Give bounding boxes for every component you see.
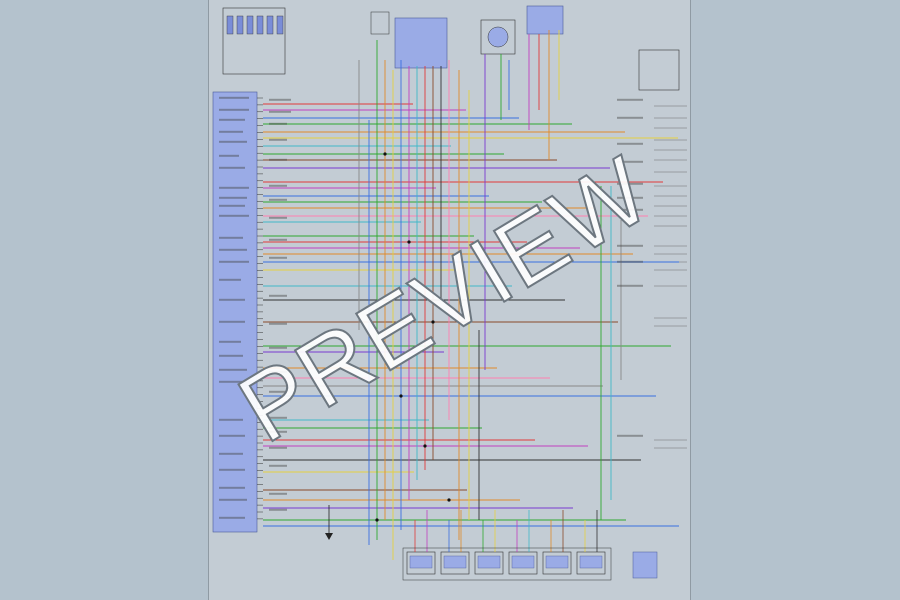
unreadable-label-mark bbox=[219, 434, 245, 437]
coil-pack-box bbox=[222, 7, 286, 75]
unreadable-label-mark bbox=[219, 354, 243, 357]
unreadable-label-mark bbox=[219, 452, 243, 455]
unreadable-label-mark bbox=[219, 340, 241, 343]
unreadable-label-mark bbox=[219, 118, 245, 121]
wiring-diagram-sheet bbox=[208, 0, 691, 600]
unreadable-label-mark bbox=[269, 110, 291, 113]
injector-symbol bbox=[511, 555, 535, 569]
unreadable-label-mark bbox=[219, 236, 243, 239]
unreadable-label-mark bbox=[269, 122, 287, 125]
injector-symbol bbox=[579, 555, 603, 569]
unreadable-label-mark bbox=[269, 256, 287, 259]
unreadable-label-mark bbox=[219, 380, 247, 383]
unreadable-label-mark bbox=[617, 284, 643, 287]
transmission-connector-block bbox=[394, 17, 448, 69]
unreadable-label-mark bbox=[269, 138, 287, 141]
unreadable-label-mark bbox=[269, 238, 287, 241]
unreadable-label-mark bbox=[617, 98, 643, 101]
unreadable-label-mark bbox=[219, 486, 245, 489]
unreadable-label-mark bbox=[269, 430, 287, 433]
unreadable-label-mark bbox=[219, 196, 247, 199]
unreadable-label-mark bbox=[219, 278, 241, 281]
unreadable-label-mark bbox=[219, 468, 245, 471]
unreadable-label-mark bbox=[219, 166, 245, 169]
unreadable-label-mark bbox=[269, 198, 287, 201]
injector-symbol bbox=[545, 555, 569, 569]
unreadable-label-mark bbox=[617, 116, 643, 119]
relay-box bbox=[638, 49, 680, 91]
unreadable-label-mark bbox=[219, 260, 249, 263]
unreadable-label-mark bbox=[269, 390, 287, 393]
splice-point bbox=[407, 240, 411, 244]
splice-point bbox=[423, 444, 427, 448]
unreadable-label-mark bbox=[617, 196, 643, 199]
unreadable-label-mark bbox=[219, 298, 245, 301]
splice-point bbox=[383, 152, 387, 156]
injector-symbol bbox=[443, 555, 467, 569]
injector-box bbox=[576, 551, 606, 575]
injector-group-outline bbox=[402, 547, 612, 581]
unreadable-label-mark bbox=[617, 434, 643, 437]
unreadable-label-mark bbox=[219, 320, 245, 323]
unreadable-label-mark bbox=[269, 492, 287, 495]
unreadable-label-mark bbox=[617, 208, 643, 211]
unreadable-label-mark bbox=[269, 346, 287, 349]
coil-symbol bbox=[246, 15, 254, 35]
splice-point bbox=[399, 394, 403, 398]
unreadable-label-mark bbox=[269, 446, 287, 449]
unreadable-label-mark bbox=[219, 516, 245, 519]
unreadable-label-mark bbox=[219, 248, 247, 251]
unreadable-label-mark bbox=[219, 368, 247, 371]
unreadable-label-mark bbox=[219, 96, 249, 99]
injector-box bbox=[542, 551, 572, 575]
unreadable-label-mark bbox=[269, 98, 291, 101]
splice-point bbox=[375, 518, 379, 522]
arrow-head bbox=[325, 533, 333, 540]
unreadable-label-mark bbox=[617, 142, 643, 145]
unreadable-label-mark bbox=[219, 214, 249, 217]
unreadable-label-mark bbox=[219, 130, 243, 133]
coil-symbol bbox=[276, 15, 284, 35]
unreadable-label-mark bbox=[617, 182, 643, 185]
unreadable-label-mark bbox=[617, 260, 643, 263]
coil-symbol bbox=[226, 15, 234, 35]
unreadable-label-mark bbox=[269, 216, 287, 219]
unreadable-label-mark bbox=[269, 464, 287, 467]
unreadable-label-mark bbox=[269, 294, 287, 297]
unreadable-label-mark bbox=[269, 416, 287, 419]
injector-symbol bbox=[409, 555, 433, 569]
unreadable-label-mark bbox=[219, 140, 247, 143]
control-module-block bbox=[212, 91, 258, 533]
speed-sensor-box bbox=[480, 19, 516, 55]
switch-symbol-box bbox=[370, 11, 390, 35]
injector-symbol bbox=[477, 555, 501, 569]
unreadable-label-mark bbox=[269, 322, 287, 325]
injector-box bbox=[474, 551, 504, 575]
coil-symbol bbox=[266, 15, 274, 35]
fuse-block-connector bbox=[526, 5, 564, 35]
unreadable-label-mark bbox=[219, 154, 239, 157]
unreadable-label-mark bbox=[219, 186, 249, 189]
unreadable-label-mark bbox=[617, 244, 643, 247]
splice-point bbox=[431, 320, 435, 324]
unreadable-label-mark bbox=[617, 160, 643, 163]
splice-point bbox=[447, 498, 451, 502]
unreadable-label-mark bbox=[269, 370, 287, 373]
unreadable-label-mark bbox=[219, 204, 245, 207]
coil-symbol bbox=[236, 15, 244, 35]
coil-symbol bbox=[256, 15, 264, 35]
unreadable-label-mark bbox=[269, 184, 287, 187]
injector-box bbox=[406, 551, 436, 575]
unreadable-label-mark bbox=[219, 418, 243, 421]
unreadable-label-mark bbox=[219, 498, 247, 501]
speed-sensor-symbol bbox=[487, 26, 509, 48]
unreadable-label-mark bbox=[269, 508, 287, 511]
wiring-diagram bbox=[212, 5, 687, 581]
injector-box bbox=[440, 551, 470, 575]
sensor-block bbox=[632, 551, 658, 579]
unreadable-label-mark bbox=[219, 108, 249, 111]
unreadable-label-mark bbox=[269, 158, 287, 161]
injector-box bbox=[508, 551, 538, 575]
